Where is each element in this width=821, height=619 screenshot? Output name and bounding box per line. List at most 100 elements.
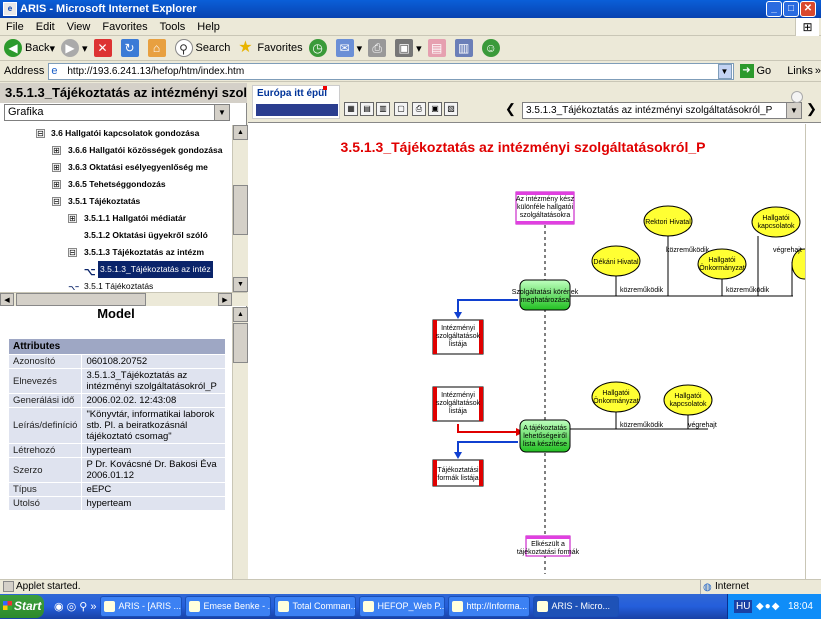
research-button[interactable]: ▥: [454, 39, 476, 57]
function-szolgaltatasi-kor[interactable]: Szolgáltatási körének meghatározása: [512, 279, 579, 311]
menu-favorites[interactable]: Favorites: [102, 21, 148, 33]
maximize-button[interactable]: □: [783, 1, 799, 17]
collapse-icon[interactable]: ⊟: [68, 248, 77, 257]
tree-item[interactable]: ⊞3.6.5 Tehetséggondozás: [0, 176, 232, 193]
search-button[interactable]: ⚲Search: [174, 39, 230, 57]
hscroll-thumb[interactable]: [16, 293, 146, 306]
expand-icon[interactable]: ⊞: [52, 180, 61, 189]
task-button[interactable]: http://Informa...: [447, 596, 530, 617]
links-chevron-icon[interactable]: »: [814, 65, 821, 77]
tree-item[interactable]: ⌥3.5.1 Tájékoztatás: [0, 278, 232, 290]
discuss-button[interactable]: ▤: [427, 39, 449, 57]
tree-scrollbar[interactable]: ▲ ▼: [232, 125, 248, 292]
tree-item[interactable]: ⊞3.6.6 Hallgatói közösségek gondozása: [0, 142, 232, 159]
scroll-right-icon[interactable]: ▶: [218, 293, 232, 306]
org-unit-partial[interactable]: [791, 248, 805, 280]
task-button[interactable]: Total Comman...: [273, 596, 356, 617]
chevron-down-icon[interactable]: ▼: [214, 105, 229, 120]
edit-button[interactable]: ▣▾: [395, 39, 422, 57]
view-mode-select[interactable]: Grafika ▼: [4, 104, 230, 121]
print-icon[interactable]: ⎙: [412, 102, 426, 116]
tray-icons[interactable]: ◆●◆: [755, 601, 781, 612]
tree-item-selected[interactable]: ⌥3.5.1.3_Tájékoztatás az intéz: [0, 261, 232, 278]
tree-item[interactable]: ⊞3.5.1.1 Hallgatói médiatár: [0, 210, 232, 227]
refresh-button[interactable]: ↻: [120, 39, 142, 57]
tree-item[interactable]: 3.5.1.2 Oktatási ügyekről szóló: [0, 227, 232, 244]
address-dropdown-button[interactable]: ▼: [717, 63, 732, 79]
task-button[interactable]: Emese Benke - ...: [184, 596, 271, 617]
scroll-down-icon[interactable]: ▼: [233, 277, 248, 292]
home-button[interactable]: ⌂: [147, 39, 169, 57]
links-button[interactable]: Links: [787, 65, 813, 77]
address-input[interactable]: e http://193.6.241.13/hefop/htm/index.ht…: [48, 62, 734, 80]
close-button[interactable]: ✕: [800, 1, 816, 17]
tree-item[interactable]: ⊟3.6 Hallgatói kapcsolatok gondozása: [0, 125, 232, 142]
messenger-button[interactable]: ☺: [481, 39, 503, 57]
next-model-icon[interactable]: ❯: [806, 101, 817, 116]
export-icon[interactable]: ▣: [428, 102, 442, 116]
tree-hscrollbar[interactable]: ◀ ▶: [0, 292, 247, 306]
stop-button[interactable]: ✕: [93, 39, 115, 57]
menu-file[interactable]: File: [6, 21, 24, 33]
diagram-toolbar: Európa itt épül ▦ ▤ ▥ ▢ ⎙ ▣ ▧ ❮ 3.5.1.3_…: [248, 83, 821, 123]
document-intezmenyi-szolgaltatasok-1[interactable]: Intézményi szolgáltatások listája: [432, 319, 484, 355]
expand-icon[interactable]: ⊞: [52, 146, 61, 155]
chevron-down-icon[interactable]: ▼: [786, 103, 801, 118]
globe-icon: ◍: [703, 582, 712, 593]
expand-icon[interactable]: ⊞: [52, 163, 61, 172]
org-unit-rektori-hivatal[interactable]: Rektori Hivatal: [643, 205, 693, 237]
org-unit-hallgatoi-onkormanyzat[interactable]: Hallgatói Önkormányzat: [697, 248, 747, 280]
history-button[interactable]: ◷: [308, 39, 330, 57]
expand-icon[interactable]: ⊞: [68, 214, 77, 223]
previous-model-icon[interactable]: ❮: [505, 101, 516, 116]
forward-button[interactable]: ▶▾: [61, 39, 88, 57]
overview-icon[interactable]: ▤: [360, 102, 374, 116]
diagram-scrollbar[interactable]: [805, 124, 821, 579]
go-button[interactable]: ➜Go: [739, 64, 771, 78]
quick-launch-icons[interactable]: ◉ ◎ ⚲ »: [54, 601, 97, 613]
task-button-active[interactable]: ARIS - Micro...: [532, 596, 619, 617]
attributes-scrollbar[interactable]: ▲: [232, 307, 248, 579]
layout-icon[interactable]: ▥: [376, 102, 390, 116]
document-intezmenyi-szolgaltatasok-2[interactable]: Intézményi szolgáltatások listája: [432, 386, 484, 422]
back-button[interactable]: ◀Back ▾: [4, 39, 55, 57]
epc-diagram-canvas[interactable]: 3.5.1.3_Tájékoztatás az intézményi szolg…: [248, 124, 805, 579]
start-button[interactable]: Start: [0, 595, 44, 618]
end-event[interactable]: Elkészült a tájékoztatási formák: [517, 535, 580, 557]
print-button[interactable]: ⎙: [368, 39, 389, 57]
menu-edit[interactable]: Edit: [35, 21, 55, 33]
copy-icon[interactable]: ▢: [394, 102, 408, 116]
scroll-up-icon[interactable]: ▲: [233, 125, 248, 140]
org-unit-dekani-hivatal[interactable]: Dékáni Hivatal: [591, 245, 641, 277]
minimize-button[interactable]: _: [766, 1, 782, 17]
scroll-thumb[interactable]: [233, 185, 248, 235]
menu-view[interactable]: View: [66, 21, 91, 33]
document-tajekoztatasi-formak[interactable]: Tájékoztatási formák listája: [432, 459, 484, 487]
tree-item[interactable]: ⊟3.5.1.3 Tájékoztatás az intézm: [0, 244, 232, 261]
tree-item[interactable]: ⊟3.5.1 Tájékoztatás: [0, 193, 232, 210]
model-select[interactable]: 3.5.1.3_Tájékoztatás az intézményi szolg…: [522, 102, 802, 119]
zoom-icon[interactable]: ▦: [344, 102, 358, 116]
favorites-button[interactable]: ★Favorites: [236, 39, 302, 57]
collapse-icon[interactable]: ⊟: [52, 197, 61, 206]
org-unit-hallgatoi-kapcsolatok[interactable]: Hallgatói kapcsolatok: [751, 206, 801, 238]
collapse-icon[interactable]: ⊟: [36, 129, 45, 138]
scroll-left-icon[interactable]: ◀: [0, 293, 14, 306]
scroll-thumb[interactable]: [233, 323, 248, 363]
task-button[interactable]: HEFOP_Web P...: [358, 596, 445, 617]
scroll-up-icon[interactable]: ▲: [233, 307, 248, 322]
info-icon[interactable]: ▧: [444, 102, 458, 116]
relation-label: végrehajt: [773, 247, 802, 254]
tree-item[interactable]: ⊞3.6.3 Oktatási esélyegyenlőség me: [0, 159, 232, 176]
relation-label: közreműködik: [620, 287, 664, 294]
language-indicator[interactable]: HU: [733, 600, 753, 613]
mail-button[interactable]: ✉▾: [335, 39, 362, 57]
menu-help[interactable]: Help: [197, 21, 220, 33]
org-unit-hallgatoi-kapcsolatok-2[interactable]: Hallgatói kapcsolatok: [663, 384, 713, 416]
function-tajekoztatas-lista[interactable]: A tájékoztatás lehetőségeiről lista kész…: [519, 419, 571, 453]
menu-tools[interactable]: Tools: [159, 21, 186, 33]
start-event[interactable]: Az intézmény kész különféle hallgatói sz…: [515, 191, 575, 225]
task-button[interactable]: ARIS - [ARIS ...: [99, 596, 182, 617]
org-unit-hallgatoi-onkormanyzat-2[interactable]: Hallgatói Önkormányzat: [591, 381, 641, 413]
